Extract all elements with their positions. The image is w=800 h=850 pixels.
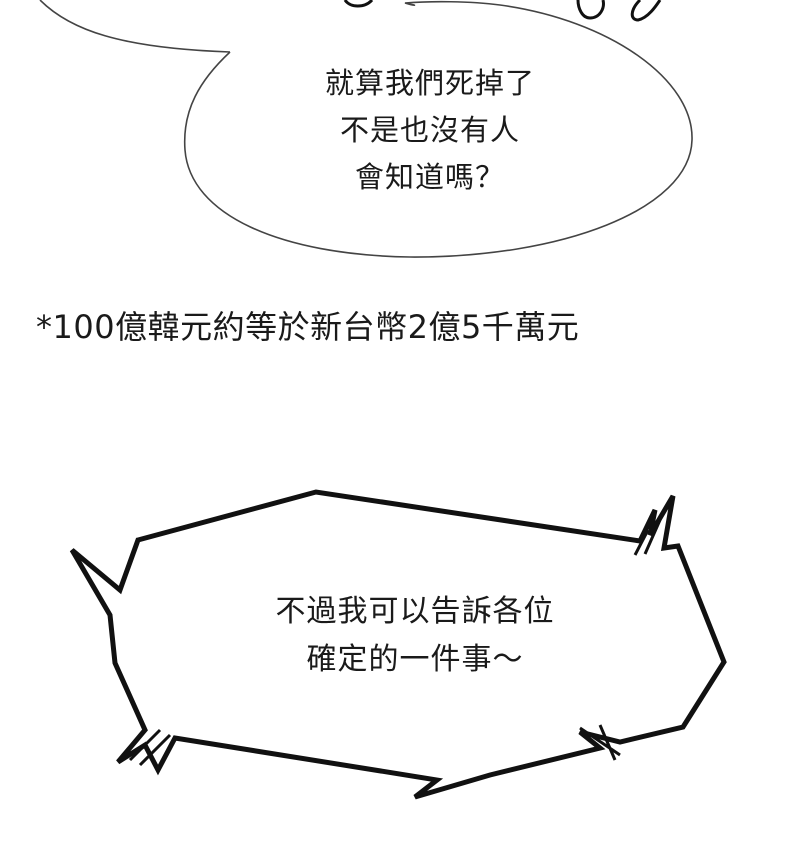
previous-bubble-edge	[39, 0, 231, 53]
speech-line: 就算我們死掉了	[324, 66, 535, 100]
shout-spike-accent	[633, 519, 662, 556]
speech-bubble-outline	[183, 0, 693, 258]
currency-footnote: *100億韓元約等於新台幣2億5千萬元	[36, 308, 580, 346]
decorative-script-stroke	[343, 0, 374, 8]
shout-line: 確定的一件事～	[306, 642, 524, 677]
decorative-script-stroke	[576, 0, 605, 20]
speech-line: 會知道嗎？	[354, 160, 505, 194]
shout-line: 不過我可以告訴各位	[275, 594, 555, 629]
shout-spike-accent	[128, 728, 172, 767]
decorative-script-stroke	[630, 0, 662, 22]
shout-bubble-outline	[69, 489, 727, 800]
shout-spike-accent	[579, 724, 621, 761]
speech-line: 不是也沒有人	[339, 113, 520, 147]
speech-bubble-text: 就算我們死掉了 不是也沒有人 會知道嗎？	[270, 60, 590, 201]
shout-bubble-text: 不過我可以告訴各位 確定的一件事～	[215, 588, 615, 684]
